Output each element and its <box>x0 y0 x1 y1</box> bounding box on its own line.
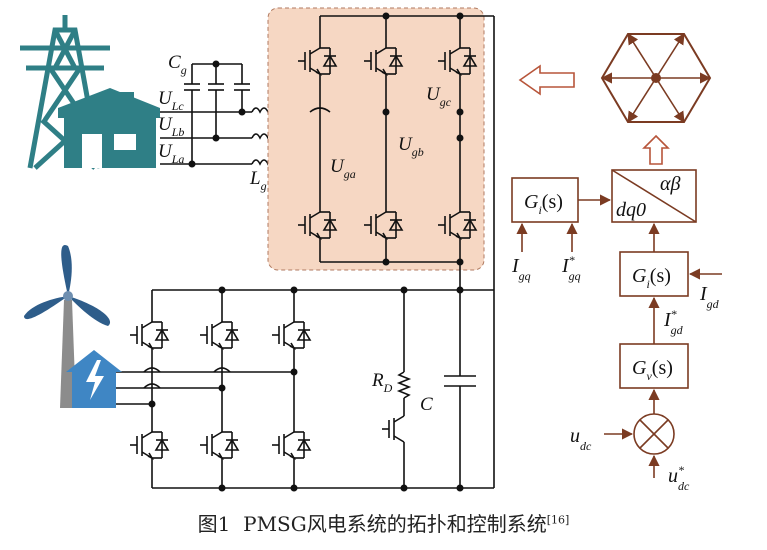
igq-ref-label: I*gq <box>561 253 581 283</box>
igd-label: Igd <box>699 283 720 311</box>
summing-junction <box>633 413 675 455</box>
ugb-label: Ugb <box>398 134 424 159</box>
cdc-label: C <box>420 394 433 415</box>
power-house-icon <box>66 350 122 408</box>
svg-text:dq0: dq0 <box>616 199 646 221</box>
caption-text: PMSG风电系统的拓扑和控制系统 <box>243 512 547 536</box>
grid-side-converter <box>297 12 495 290</box>
up-arrow-icon <box>642 134 670 165</box>
rd-label: RD <box>371 370 393 395</box>
caption-prefix: 图1 <box>197 512 231 536</box>
udc-ref-label: u*dc <box>668 463 690 493</box>
ulc-label: ULc <box>158 88 184 113</box>
svpwm-hexagon-icon <box>600 33 712 123</box>
svg-text:Gv(s): Gv(s) <box>632 357 673 383</box>
svg-text:Gi(s): Gi(s) <box>524 191 563 217</box>
pmsg-topology-diagram: Cg ULc ULb ULa Lg Rg Uga Ugb Ugc <box>20 7 722 493</box>
igq-label: Igq <box>511 255 531 283</box>
svg-text:Gi(s): Gi(s) <box>632 265 671 291</box>
gi-right-block: Gi(s) <box>619 251 689 297</box>
uga-label: Uga <box>330 156 356 181</box>
ula-label: ULa <box>158 141 184 166</box>
igd-ref-label: I*gd <box>663 307 684 337</box>
gv-block: Gv(s) <box>619 343 689 389</box>
udc-label: udc <box>570 425 592 453</box>
filter-capacitor-bank <box>184 60 250 164</box>
figure-caption: 图1 PMSG风电系统的拓扑和控制系统[16] <box>0 508 767 537</box>
dc-link <box>152 262 495 492</box>
house-icon <box>58 88 160 168</box>
dq0-transform-block: dq0 αβ <box>611 169 697 223</box>
output-arrow-icon <box>518 64 575 96</box>
lg-label: Lg <box>249 168 267 193</box>
ugc-label: Ugc <box>426 84 452 109</box>
cg-label: Cg <box>168 52 187 77</box>
ulb-label: ULb <box>158 114 184 139</box>
caption-ref: [16] <box>546 513 570 527</box>
machine-side-converter <box>110 290 311 488</box>
gi-left-block: Gi(s) <box>511 177 579 223</box>
svg-text:αβ: αβ <box>660 173 680 195</box>
